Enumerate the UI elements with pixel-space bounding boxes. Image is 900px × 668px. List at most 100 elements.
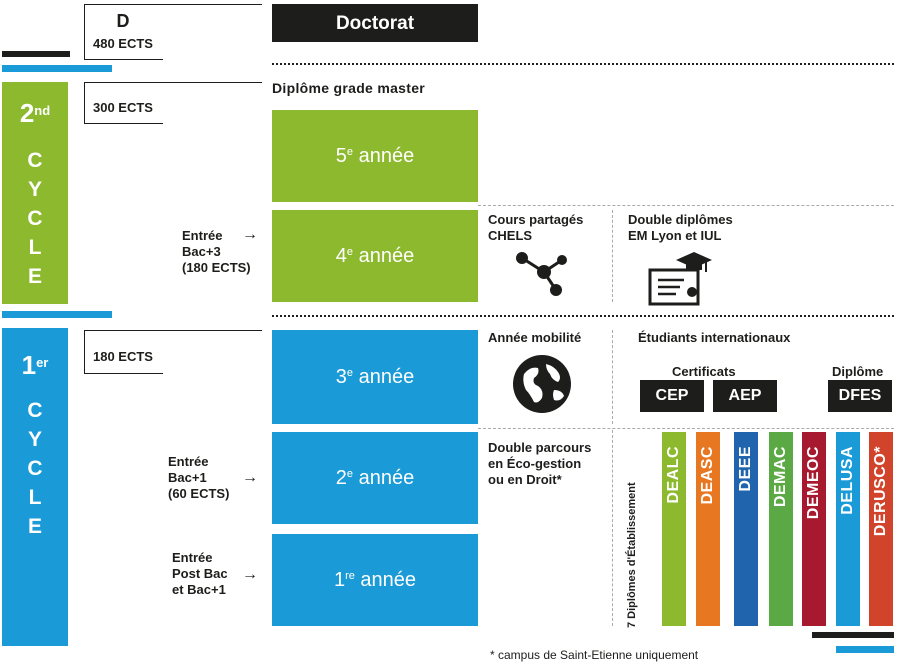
cycle1-ects: 180 ECTS	[93, 349, 153, 364]
mobilite-label: Année mobilité	[488, 330, 582, 345]
divider-vertical-y3	[612, 330, 613, 424]
year-1-text: année	[354, 568, 417, 591]
globe-icon	[513, 355, 571, 413]
separator-blue-bottom	[836, 646, 894, 653]
master-ects-bracket-line	[162, 82, 262, 83]
cycle2-num: 2	[19, 98, 35, 128]
certificats-label: Certificats	[672, 364, 736, 379]
separator-dotted-mid	[272, 315, 894, 317]
double-parcours-line: en Éco-gestion	[488, 456, 582, 471]
cycle2-letter: Y	[27, 178, 42, 201]
cycle1-sup: er	[36, 355, 49, 370]
separator-blue-mid	[2, 311, 112, 318]
separator-black-bottom	[812, 632, 894, 638]
doctorat-ects-bracket-line	[162, 4, 262, 5]
year-5-sup: e	[346, 146, 354, 158]
etablissement-label: 7 Diplômes d'Établissement	[626, 482, 638, 628]
diploma-certificate-icon	[648, 252, 712, 306]
year-4-num: 4	[335, 244, 347, 267]
cycle1-letter: C	[27, 457, 43, 480]
arrow-right-icon: →	[242, 226, 258, 243]
year-2-sup: e	[346, 468, 354, 480]
divider-y3-y2	[478, 428, 894, 429]
double-diplomes-line: EM Lyon et IUL	[628, 228, 722, 243]
entry-bac3-line: (180 ECTS)	[182, 260, 251, 275]
year-3-text: année	[353, 365, 415, 388]
cycle2-letter: C	[27, 149, 43, 172]
diploma-bar-demeoc: DEMEOC	[802, 432, 826, 626]
diploma-name: DEASC	[699, 446, 716, 505]
doctorat-letter: D	[116, 11, 130, 31]
double-parcours-label: Double parcours en Éco-gestion ou en Dro…	[488, 440, 591, 488]
aep-badge: AEP	[713, 380, 777, 412]
cycle1-letter: E	[27, 515, 42, 538]
year-5-text: année	[353, 144, 415, 167]
chels-label: Cours partagés CHELS	[488, 212, 583, 244]
entry-postbac-line: Post Bac	[172, 566, 228, 581]
chels-line: Cours partagés	[488, 212, 584, 227]
diploma-name: DEMEOC	[805, 446, 822, 520]
cycle2-column	[2, 82, 68, 304]
doctorat-box	[272, 4, 478, 42]
diploma-bar-dealc: DEALC	[662, 432, 686, 626]
year-3-num: 3	[335, 365, 347, 388]
diploma-name: DEMAC	[772, 446, 789, 508]
master-heading: Diplôme grade master	[272, 80, 426, 96]
entry-postbac-line: Entrée	[172, 550, 213, 565]
diploma-name: DERUSCO*	[872, 446, 889, 537]
year-4-text: année	[353, 244, 415, 267]
dfes-badge: DFES	[828, 380, 892, 412]
cycle1-ects-box	[84, 330, 163, 374]
share-network-icon	[516, 252, 567, 296]
arrow-right-icon: →	[242, 566, 258, 583]
year-4-sup: e	[346, 246, 354, 258]
entry-postbac-line: et Bac+1	[172, 582, 226, 597]
doctorat-ects: 480 ECTS	[93, 36, 153, 51]
separator-blue-top	[2, 65, 112, 72]
diploma-bar-delusa: DELUSA	[836, 432, 860, 626]
year-2-text: année	[353, 466, 415, 489]
diploma-bar-deee: DEEE	[734, 432, 758, 626]
cycle2-letter: E	[27, 265, 42, 288]
diploma-bar-demac: DEMAC	[769, 432, 793, 626]
diploma-bar-deasc: DEASC	[696, 432, 720, 626]
doctorat-ects-box	[84, 4, 163, 60]
year-3-sup: e	[346, 367, 354, 379]
entry-postbac: Entrée Post Bac et Bac+1	[172, 550, 228, 598]
arrow-right-icon: →	[242, 469, 258, 486]
year-1-num: 1	[333, 568, 346, 591]
double-diplomes-line: Double diplômes	[628, 212, 733, 227]
cycle1-num: 1	[21, 350, 37, 380]
separator-black-top	[2, 51, 70, 57]
double-parcours-line: ou en Droit*	[488, 472, 562, 487]
footnote: * campus de Saint-Etienne uniquement	[490, 648, 699, 662]
cycle2-letter: L	[28, 236, 42, 259]
divider-vertical-etablissement	[612, 430, 613, 626]
cep-badge: CEP	[640, 380, 704, 412]
diploma-name: DEEE	[737, 446, 754, 492]
cycle2-letter: C	[27, 207, 43, 230]
master-ects-box	[84, 82, 163, 124]
master-ects: 300 ECTS	[93, 100, 153, 115]
year-1-sup: re	[345, 570, 355, 582]
internationaux-label: Étudiants internationaux	[638, 330, 791, 345]
divider-y5-y4	[478, 205, 894, 206]
cycle2-sup: nd	[34, 103, 51, 118]
entry-bac3-line: Bac+3	[182, 244, 221, 259]
cycle1-label: 1er C Y C L E	[2, 352, 68, 541]
cycle1-letter: L	[28, 486, 42, 509]
diplome-label: Diplôme	[832, 364, 884, 379]
year-2-num: 2	[335, 466, 347, 489]
year-5-num: 5	[335, 144, 347, 167]
entry-bac3: Entrée Bac+3 (180 ECTS)	[182, 228, 251, 276]
doctorat-title: Doctorat	[335, 13, 415, 34]
diploma-bar-derusco: DERUSCO*	[869, 432, 893, 626]
double-parcours-line: Double parcours	[488, 440, 592, 455]
separator-dotted-top	[272, 63, 894, 65]
entry-bac1-line: Entrée	[168, 454, 209, 469]
cycle1-column	[2, 328, 68, 646]
